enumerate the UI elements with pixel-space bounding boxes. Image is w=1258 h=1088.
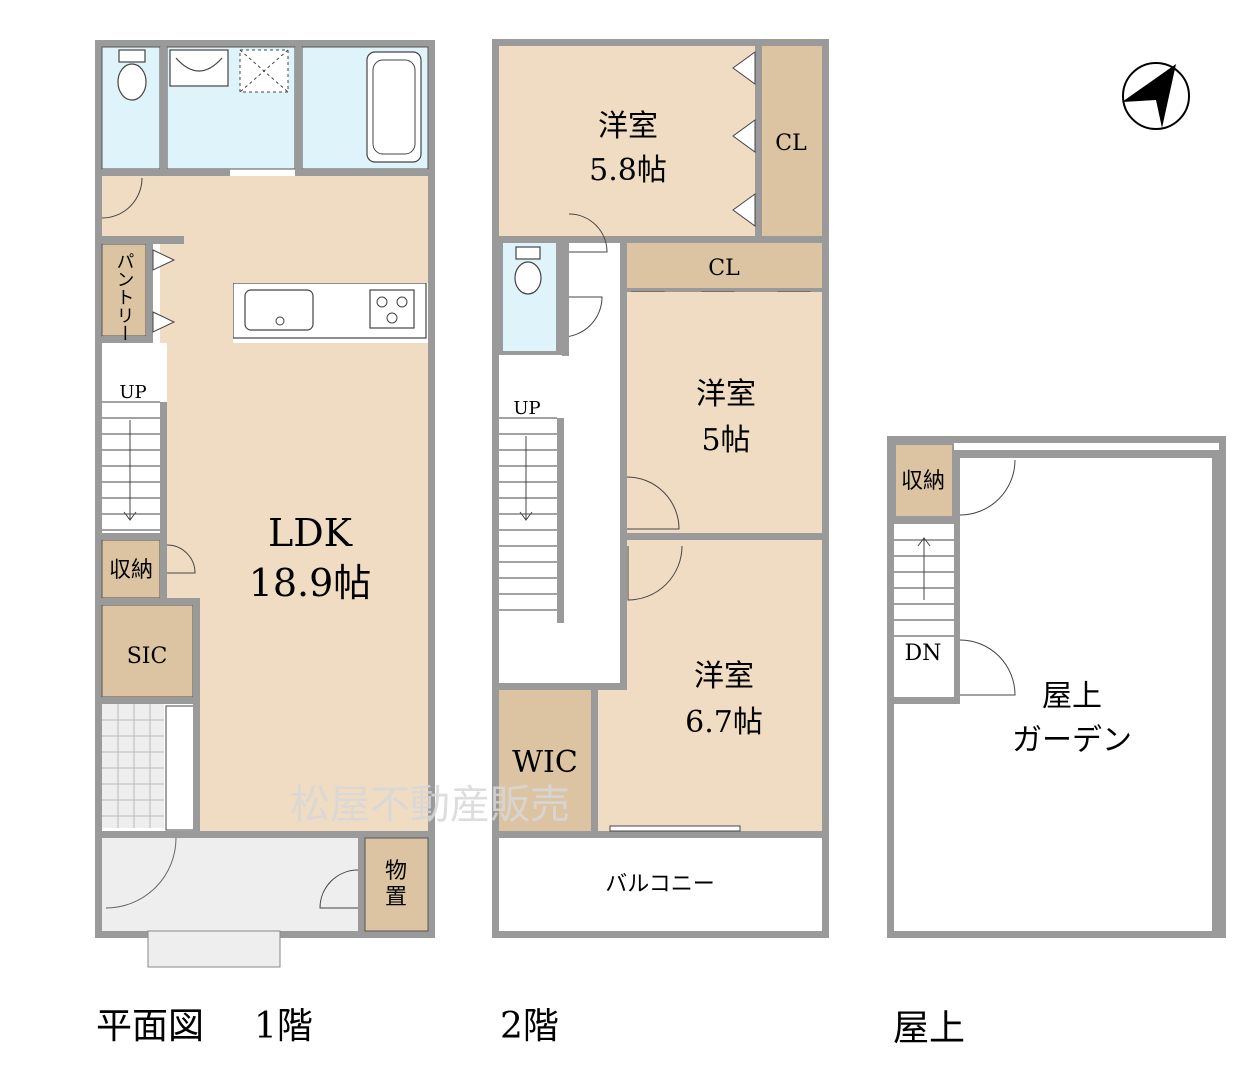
room-b-2f [627, 292, 822, 533]
dn-label: DN [905, 641, 942, 666]
room-b-size: 5帖 [701, 423, 750, 458]
room-c-name: 洋室 [694, 659, 754, 694]
closet-a-label: CL [775, 131, 807, 156]
up-label-1f: UP [119, 382, 146, 403]
balcony-label: バルコニー [605, 872, 715, 897]
closet-b-2f [627, 243, 822, 288]
room-a-2f [499, 46, 755, 236]
roof-garden-label-2: ガーデン [1012, 723, 1132, 758]
ldk-size-label: 18.9帖 [249, 561, 372, 605]
shed-label-1: 物 [385, 859, 407, 884]
caption-roof: 屋上 [893, 1008, 965, 1049]
wic-label: WIC [512, 745, 578, 780]
storage-label-roof: 収納 [901, 469, 945, 494]
caption-plan: 平面図 [96, 1006, 204, 1047]
north-arrow-icon [1122, 62, 1190, 130]
toilet-2f [503, 243, 556, 351]
roof-garden-label-1: 屋上 [1042, 679, 1102, 714]
sic-label: SIC [127, 644, 168, 669]
porch [102, 838, 358, 931]
roof-plan [887, 436, 1226, 938]
wic-2f [499, 690, 591, 831]
floor-1-plan [95, 40, 435, 968]
balcony [499, 838, 822, 931]
watermark: 松屋不動産販売 [290, 782, 570, 828]
kitchen-sink-icon [244, 289, 314, 331]
storage-1f [101, 539, 161, 599]
stove-icon [369, 289, 415, 329]
up-label-2f: UP [513, 398, 540, 419]
toilet-fixture-icon [117, 63, 147, 101]
caption-floor-1: 1階 [254, 1006, 313, 1047]
pantry-label: パントリー [114, 252, 135, 342]
room-a-name: 洋室 [598, 109, 658, 144]
closet-a-2f [762, 46, 822, 236]
entrance-tile [102, 704, 164, 828]
closet-b-label: CL [708, 256, 740, 281]
floor-2-plan [492, 39, 829, 938]
room-b-name: 洋室 [696, 377, 756, 412]
roof-garden [894, 704, 1212, 931]
pantry [101, 243, 147, 337]
bathtub-icon [366, 51, 422, 163]
shoe-cabinet [165, 705, 195, 831]
ldk-room [102, 176, 428, 831]
ldk-label: LDK [268, 511, 353, 555]
wash-basin-icon [169, 49, 229, 87]
storage-label-1f: 収納 [109, 558, 153, 583]
caption-floor-2: 2階 [500, 1006, 559, 1047]
room-c-size: 6.7帖 [685, 705, 763, 740]
room-c-2f [598, 540, 822, 831]
sic-closet [101, 604, 194, 698]
stair-1f [102, 402, 160, 532]
storage-roof [896, 445, 952, 516]
room-a-size: 5.8帖 [589, 153, 667, 188]
outdoor-shed [364, 837, 429, 932]
shed-label-2: 置 [385, 885, 407, 910]
